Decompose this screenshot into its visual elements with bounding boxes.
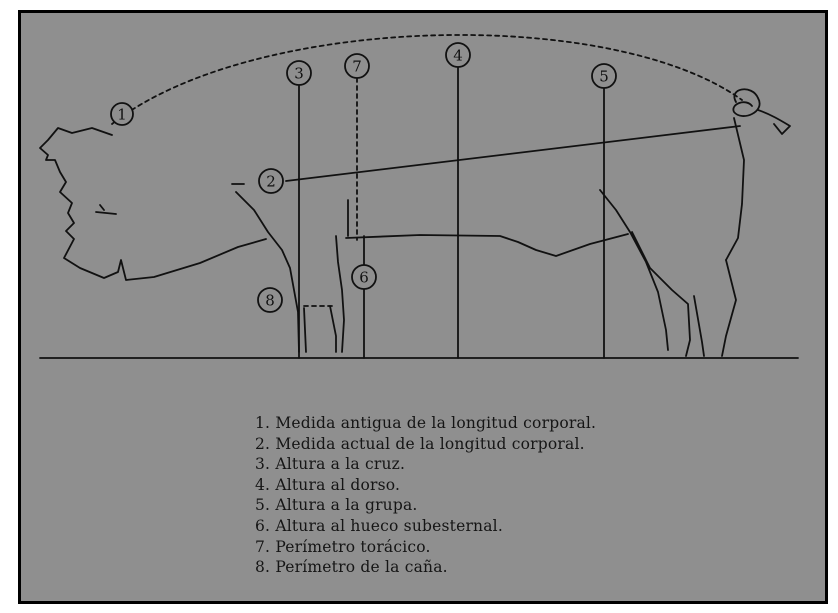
legend-item: 6. Altura al hueco subesternal. — [255, 516, 596, 537]
svg-text:7: 7 — [352, 58, 362, 76]
legend-item: 2. Medida actual de la longitud corporal… — [255, 434, 596, 455]
marker-5: 5 — [592, 64, 616, 88]
marker-1: 1 — [111, 103, 133, 125]
svg-text:8: 8 — [265, 292, 275, 310]
svg-text:4: 4 — [453, 47, 463, 65]
pig-neck-outline — [232, 184, 299, 352]
svg-text:5: 5 — [599, 68, 609, 86]
pig-measurement-diagram: 1 2 3 4 5 6 7 8 — [0, 0, 832, 366]
legend-item: 4. Altura al dorso. — [255, 475, 596, 496]
svg-text:2: 2 — [266, 173, 276, 191]
measure-1-dashed-arc — [112, 35, 742, 124]
measurement-legend: 1. Medida antigua de la longitud corpora… — [255, 413, 596, 578]
pig-belly-outline — [346, 234, 628, 256]
legend-item: 7. Perímetro torácico. — [255, 537, 596, 558]
marker-7: 7 — [345, 54, 369, 78]
marker-4: 4 — [446, 43, 470, 67]
svg-text:6: 6 — [359, 269, 369, 287]
marker-6: 6 — [352, 265, 376, 289]
marker-3: 3 — [287, 61, 311, 85]
legend-item: 8. Perímetro de la caña. — [255, 557, 596, 578]
legend-item: 5. Altura a la grupa. — [255, 495, 596, 516]
pig-tail — [733, 89, 790, 134]
marker-8: 8 — [258, 288, 282, 312]
pig-foreleg-outline — [304, 200, 348, 352]
legend-item: 3. Altura a la cruz. — [255, 454, 596, 475]
pig-eye — [96, 205, 116, 214]
pig-rump-outline — [726, 118, 744, 260]
pig-hindleg-outline — [600, 190, 736, 356]
svg-text:1: 1 — [117, 106, 127, 124]
measure-2-line — [286, 126, 740, 181]
pig-head-outline — [40, 128, 266, 280]
svg-text:3: 3 — [294, 65, 304, 83]
legend-item: 1. Medida antigua de la longitud corpora… — [255, 413, 596, 434]
marker-2: 2 — [259, 169, 283, 193]
